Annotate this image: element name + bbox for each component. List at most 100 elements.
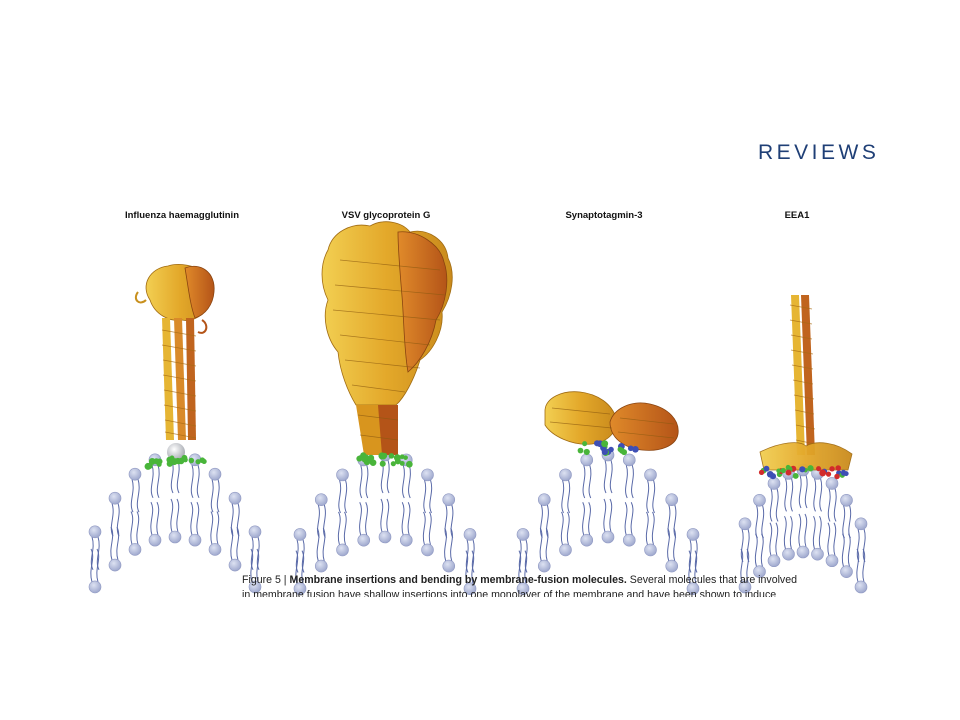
lipid-head — [128, 467, 142, 481]
lipid-head — [336, 543, 349, 557]
insertion-residue — [393, 454, 401, 462]
lipid-head — [293, 582, 307, 595]
insertion-residue — [367, 454, 375, 462]
lipid-head — [314, 493, 328, 507]
lipid-head — [854, 517, 868, 531]
insertion-residue — [829, 466, 835, 472]
insertion-residue — [799, 466, 806, 473]
insertion-residue — [199, 457, 206, 464]
lipid-head — [559, 468, 572, 482]
lipid-bilayer — [88, 448, 262, 594]
lipid-head — [840, 493, 853, 507]
lipid-head — [378, 530, 392, 544]
lipid-head — [442, 493, 456, 507]
caption-title: Membrane insertions and bending by membr… — [289, 574, 627, 586]
insertion-residue — [835, 465, 842, 471]
insertion-residue — [807, 465, 814, 472]
insertion-residue — [583, 448, 590, 456]
insertion-residue — [776, 468, 781, 474]
lipid-head — [516, 582, 530, 595]
lipid-head — [601, 530, 615, 544]
insertion-residue — [632, 446, 639, 453]
insertion-residue — [619, 447, 625, 454]
lipid-head — [148, 533, 162, 547]
insertion-residue — [399, 460, 405, 466]
insertion-residue — [816, 466, 822, 472]
membrane-insertion-residues — [144, 440, 849, 480]
insertion-residue — [156, 461, 162, 467]
lipid-head — [537, 559, 551, 573]
lipid-head — [665, 559, 679, 573]
lipid-head — [128, 543, 142, 556]
insertion-residue — [399, 454, 405, 460]
lipid-head — [825, 477, 839, 490]
lipid-head — [108, 558, 122, 572]
insertion-residue — [594, 440, 601, 447]
insertion-residue — [627, 445, 634, 452]
insertion-residue — [601, 440, 609, 448]
insertion-residue — [758, 469, 765, 476]
panel-title-eea1: EEA1 — [784, 210, 810, 221]
lipid-head — [753, 493, 766, 507]
lipid-head — [208, 467, 222, 481]
lipid-head — [228, 558, 242, 572]
lipid-head — [208, 543, 222, 556]
figure-caption: Figure 5 | Membrane insertions and bendi… — [242, 573, 882, 597]
panel-title-synaptotagmin: Synaptotagmin-3 — [565, 210, 643, 221]
caption-text-line1: Several molecules that are involved — [629, 574, 798, 586]
insertion-residue — [195, 459, 201, 465]
lipid-head — [442, 559, 456, 573]
lipid-head — [228, 491, 242, 505]
insertion-residue — [577, 447, 584, 454]
lipid-head — [782, 547, 795, 561]
lipid-head — [88, 580, 102, 594]
lipid-head — [188, 533, 202, 547]
insertion-residue — [601, 448, 609, 455]
panel-title-haemagglutinin: Influenza haemagglutinin — [124, 210, 240, 221]
lipid-head — [811, 547, 824, 561]
lipid-head — [767, 554, 781, 568]
lipid-head — [738, 517, 752, 531]
lipid-head — [854, 580, 868, 594]
lipid-head — [840, 565, 853, 578]
lipid-head — [88, 525, 102, 539]
lipid-head — [753, 565, 766, 578]
insertion-residue — [181, 455, 187, 461]
insertion-residue — [792, 472, 799, 479]
lipid-bilayer — [516, 448, 700, 595]
lipid-head — [686, 582, 700, 595]
caption-label: Figure 5 | — [242, 574, 287, 586]
lipid-head — [644, 468, 657, 482]
lipid-head — [686, 528, 700, 541]
lipid-head — [248, 525, 262, 539]
insertion-residue — [834, 473, 840, 480]
insertion-residue — [769, 473, 777, 480]
lipid-head — [293, 528, 307, 541]
insertion-residue — [764, 466, 770, 472]
lipid-head — [796, 545, 810, 559]
insertion-residue — [188, 457, 195, 464]
insertion-residue — [780, 467, 786, 474]
lipid-head — [336, 468, 349, 482]
eea1-structure — [759, 295, 853, 471]
insertion-residue — [356, 455, 363, 462]
insertion-residue — [169, 458, 175, 465]
lipid-head — [825, 554, 839, 568]
vsv-g-structure — [321, 221, 453, 455]
lipid-head — [665, 493, 679, 507]
lipid-head — [622, 453, 636, 467]
lipid-head — [463, 528, 477, 541]
journal-section-label: REVIEWS — [758, 141, 880, 164]
lipid-head — [399, 533, 413, 547]
lipid-head — [738, 580, 752, 594]
insertion-residue — [406, 460, 413, 468]
lipid-head — [580, 453, 594, 467]
lipid-head — [248, 580, 262, 594]
lipid-head — [580, 533, 594, 547]
insertion-residue — [582, 441, 588, 447]
lipid-head — [108, 491, 122, 505]
lipid-head — [357, 533, 371, 547]
haemagglutinin-structure — [134, 264, 215, 461]
synaptotagmin-structure — [544, 391, 679, 451]
